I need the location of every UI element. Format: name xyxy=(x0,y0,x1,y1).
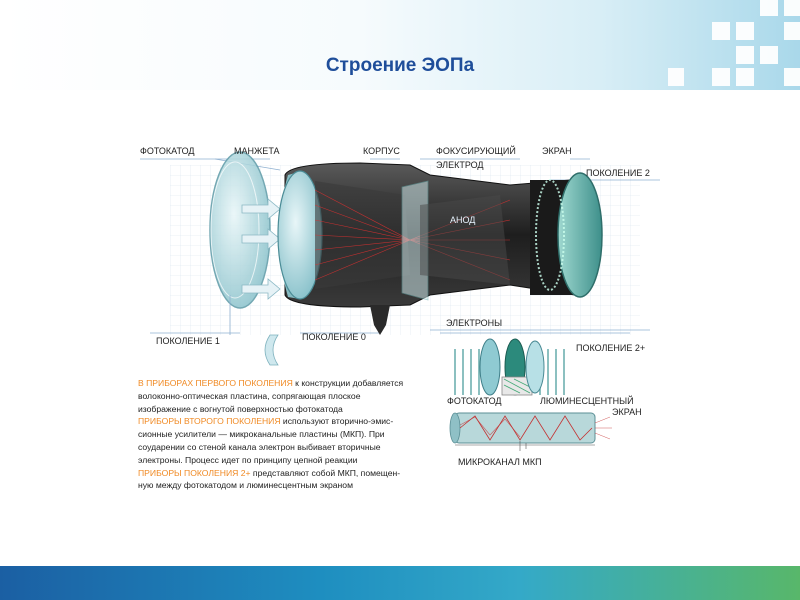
label-generation-0: ПОКОЛЕНИЕ 0 xyxy=(302,332,366,342)
slide-title: Строение ЭОПа xyxy=(325,55,475,76)
desc-line: изображение с вогнутой поверхностью фото… xyxy=(138,403,343,414)
label-mcp-photocathode: ФОТОКАТОД xyxy=(447,396,502,406)
label-screen: ЭКРАН xyxy=(542,146,572,156)
desc-line: используют вторично-эмис- xyxy=(280,416,394,427)
desc-gen1-highlight: В ПРИБОРАХ ПЕРВОГО ПОКОЛЕНИЯ xyxy=(138,378,293,388)
screen xyxy=(557,172,603,298)
desc-line: ную между фотокатодом и люминесцентным э… xyxy=(138,480,353,491)
tube-pin xyxy=(370,305,390,335)
desc-gen2-highlight: ПРИБОРЫ ВТОРОГО ПОКОЛЕНИЯ xyxy=(138,416,281,427)
label-focusing-electrode-2: ЭЛЕКТРОД xyxy=(436,160,484,170)
label-luminescent-1: ЛЮМИНЕСЦЕНТНЫЙ xyxy=(540,396,634,406)
label-focusing-electrode-1: ФОКУСИРУЮЩИЙ xyxy=(436,146,516,156)
decorative-squares xyxy=(668,0,800,86)
label-luminescent-2: ЭКРАН xyxy=(612,407,642,417)
desc-line: к конструкции добавляется xyxy=(292,378,404,388)
label-electrons: ЭЛЕКТРОНЫ xyxy=(446,318,503,328)
label-generation-1: ПОКОЛЕНИЕ 1 xyxy=(156,336,220,346)
mcp-cluster xyxy=(454,338,565,396)
desc-gen2plus-highlight: ПРИБОРЫ ПОКОЛЕНИЯ 2+ xyxy=(138,467,251,478)
description-text: В ПРИБОРАХ ПЕРВОГО ПОКОЛЕНИЯ к конструкц… xyxy=(138,377,458,492)
label-generation-2plus: ПОКОЛЕНИЕ 2+ xyxy=(576,343,646,353)
header-band xyxy=(0,0,800,90)
tube-illustration xyxy=(140,151,660,451)
label-photocathode: ФОТОКАТОД xyxy=(140,146,195,156)
anode xyxy=(420,195,510,285)
desc-line: сионные усилители — микроканальные пласт… xyxy=(138,429,385,440)
label-generation-2: ПОКОЛЕНИЕ 2 xyxy=(586,168,650,178)
footer-band xyxy=(0,566,800,600)
light-arrows xyxy=(241,198,281,300)
desc-line: волоконно-оптическая пластина, сопрягающ… xyxy=(138,390,361,401)
label-body: КОРПУС xyxy=(363,146,400,156)
label-cuff: МАНЖЕТА xyxy=(234,146,280,156)
desc-line: соударении со стеной канала электрон выб… xyxy=(138,441,381,452)
desc-line: представляют собой МКП, помещен- xyxy=(250,467,401,478)
label-anode: АНОД xyxy=(450,215,476,225)
image-intensifier-diagram: ФОТОКАТОД МАНЖЕТА КОРПУС ФОКУСИРУЮЩИЙ ЭЛ… xyxy=(130,135,670,505)
label-microchannel: МИКРОКАНАЛ МКП xyxy=(458,457,542,467)
microchannel xyxy=(449,412,612,451)
desc-line: электроны. Процесс идет по принципу цепн… xyxy=(138,454,358,465)
